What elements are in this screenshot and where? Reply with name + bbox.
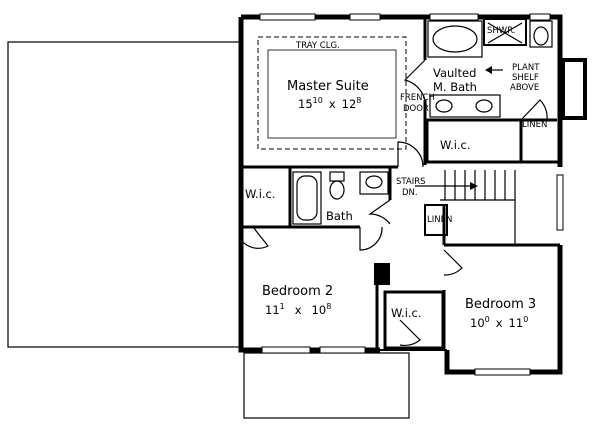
lower-roof-outline: [243, 352, 410, 419]
bath-fixtures: [292, 171, 389, 225]
wic-label-left: W.i.c.: [245, 187, 276, 201]
bed2-sep: x: [295, 303, 302, 317]
bed2-width-ft: 11: [265, 303, 280, 317]
master-sep: x: [329, 97, 336, 111]
master-suite-name: Master Suite: [287, 79, 369, 94]
linen-label-lower: LINEN: [427, 215, 452, 225]
left-roof-outline: [7, 41, 241, 348]
stairs-label-1: STAIRS: [396, 177, 426, 187]
wic-label-lower: W.i.c.: [391, 306, 422, 320]
plant-shelf-label-1: PLANT: [512, 63, 540, 73]
wic-label-master: W.i.c.: [440, 138, 471, 152]
right-bumpout: [561, 58, 587, 120]
bed2-depth-in: 8: [326, 302, 331, 311]
french-door-label-2: DOOR: [403, 104, 429, 114]
master-depth-ft: 12: [342, 97, 357, 111]
plant-shelf-arrow: [485, 66, 503, 74]
plant-shelf-label-3: ABOVE: [510, 83, 539, 93]
tray-ceiling-outline: [257, 36, 407, 150]
plant-shelf-label-2: SHELF: [512, 73, 539, 83]
interior-walls: [241, 17, 560, 350]
vaulted-bath-label-1: Vaulted: [433, 66, 476, 80]
stairs: [415, 170, 516, 245]
tray-ceiling-label: TRAY CLG.: [295, 41, 340, 51]
bed3-depth-ft: 11: [509, 316, 524, 330]
master-bath-fixtures: [427, 20, 553, 118]
french-door-label-1: FRENCH: [400, 93, 435, 103]
bedroom3-name: Bedroom 3: [465, 297, 536, 312]
windows: [259, 13, 564, 376]
bed3-width-ft: 10: [470, 316, 485, 330]
linen-label-upper: LINEN: [522, 120, 547, 130]
bath-label: Bath: [326, 209, 353, 223]
master-depth-in: 8: [356, 96, 361, 105]
bed3-depth-in: 0: [523, 315, 528, 324]
bedroom2-name: Bedroom 2: [262, 284, 333, 299]
vaulted-bath-label-2: M. Bath: [433, 80, 477, 94]
shower-label: SHWR.: [487, 26, 516, 36]
master-width-ft: 15: [298, 97, 313, 111]
bed3-sep: x: [496, 316, 503, 330]
stairs-label-2: DN.: [402, 188, 418, 198]
bed3-width-in: 0: [485, 315, 490, 324]
bed2-width-in: 1: [280, 302, 285, 311]
door-swings: [240, 59, 548, 346]
master-width-in: 10: [313, 96, 323, 105]
bed2-depth-ft: 10: [312, 303, 327, 317]
